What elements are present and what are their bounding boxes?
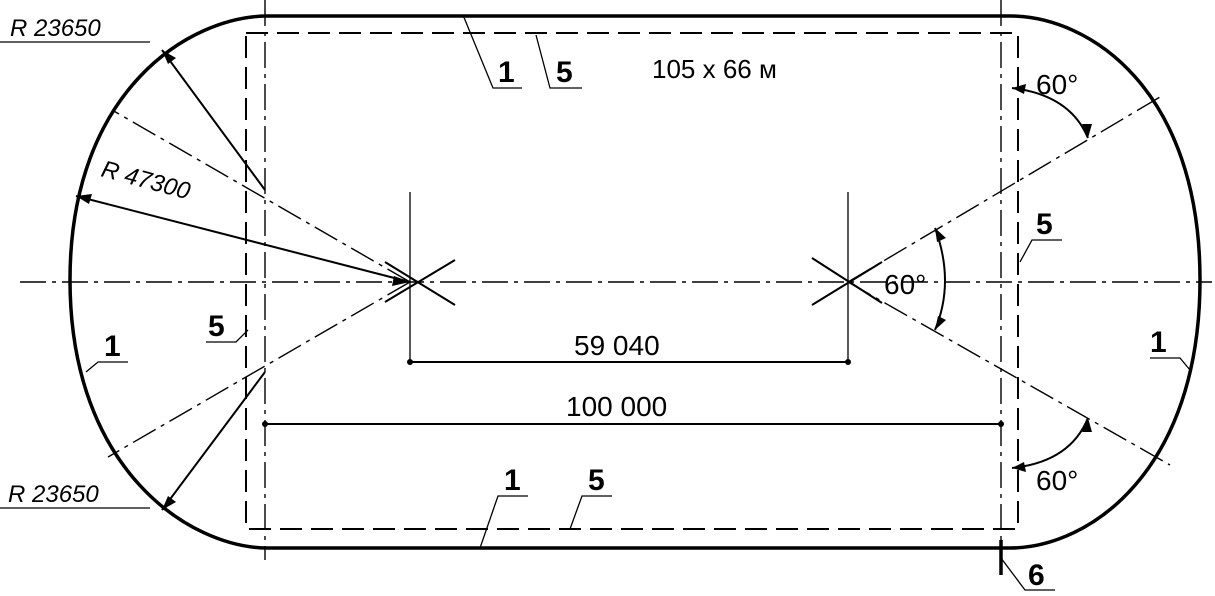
callout-left-1: 1 <box>104 330 121 363</box>
radius-bottom-line <box>161 371 266 511</box>
callout-left-5: 5 <box>208 310 225 343</box>
callout-bottom-1-leader <box>479 495 528 549</box>
callout-right-5: 5 <box>1036 208 1053 241</box>
field-boundary <box>245 32 1019 530</box>
callout-bottom-6: 6 <box>1028 559 1045 592</box>
radius-inner-line <box>75 195 411 283</box>
radius-top-label: R 23650 <box>10 15 101 42</box>
track-outline <box>68 14 1202 550</box>
angle-middle-label: 60° <box>884 269 926 300</box>
angle-bottom-label: 60° <box>1036 465 1078 496</box>
callout-top-5: 5 <box>556 56 573 89</box>
radius-inner-label: R 47300 <box>98 156 193 206</box>
centers-dimension-label: 59 040 <box>574 330 660 361</box>
right-lower-construction <box>847 281 1171 466</box>
left-lower-construction <box>107 281 411 458</box>
left-center-mark <box>384 259 456 306</box>
callout-right-1-leader <box>1150 357 1191 371</box>
callout-right-5-leader <box>1019 239 1062 263</box>
angle-arc-bottom <box>1011 417 1089 469</box>
callout-left-1-leader <box>85 361 128 373</box>
callout-bottom-1: 1 <box>504 464 521 497</box>
callout-top-5-leader <box>535 34 582 89</box>
overall-dimension-label: 100 000 <box>566 391 667 422</box>
callout-top-1-leader <box>462 14 522 89</box>
left-upper-construction <box>111 109 411 283</box>
right-upper-construction <box>847 96 1161 283</box>
callout-left-5-leader <box>206 329 249 343</box>
radius-top-line <box>161 49 266 191</box>
angle-arc-middle <box>934 227 946 331</box>
radius-bottom-label: R 23650 <box>8 481 99 508</box>
field-size-label: 105 x 66 м <box>652 54 777 84</box>
callout-bottom-5-leader <box>569 495 612 530</box>
callout-bottom-6-leader <box>1000 557 1055 591</box>
angle-top-label: 60° <box>1036 69 1078 100</box>
callout-bottom-5: 5 <box>588 464 605 497</box>
callout-right-1: 1 <box>1150 326 1167 359</box>
callout-top-1: 1 <box>498 56 515 89</box>
